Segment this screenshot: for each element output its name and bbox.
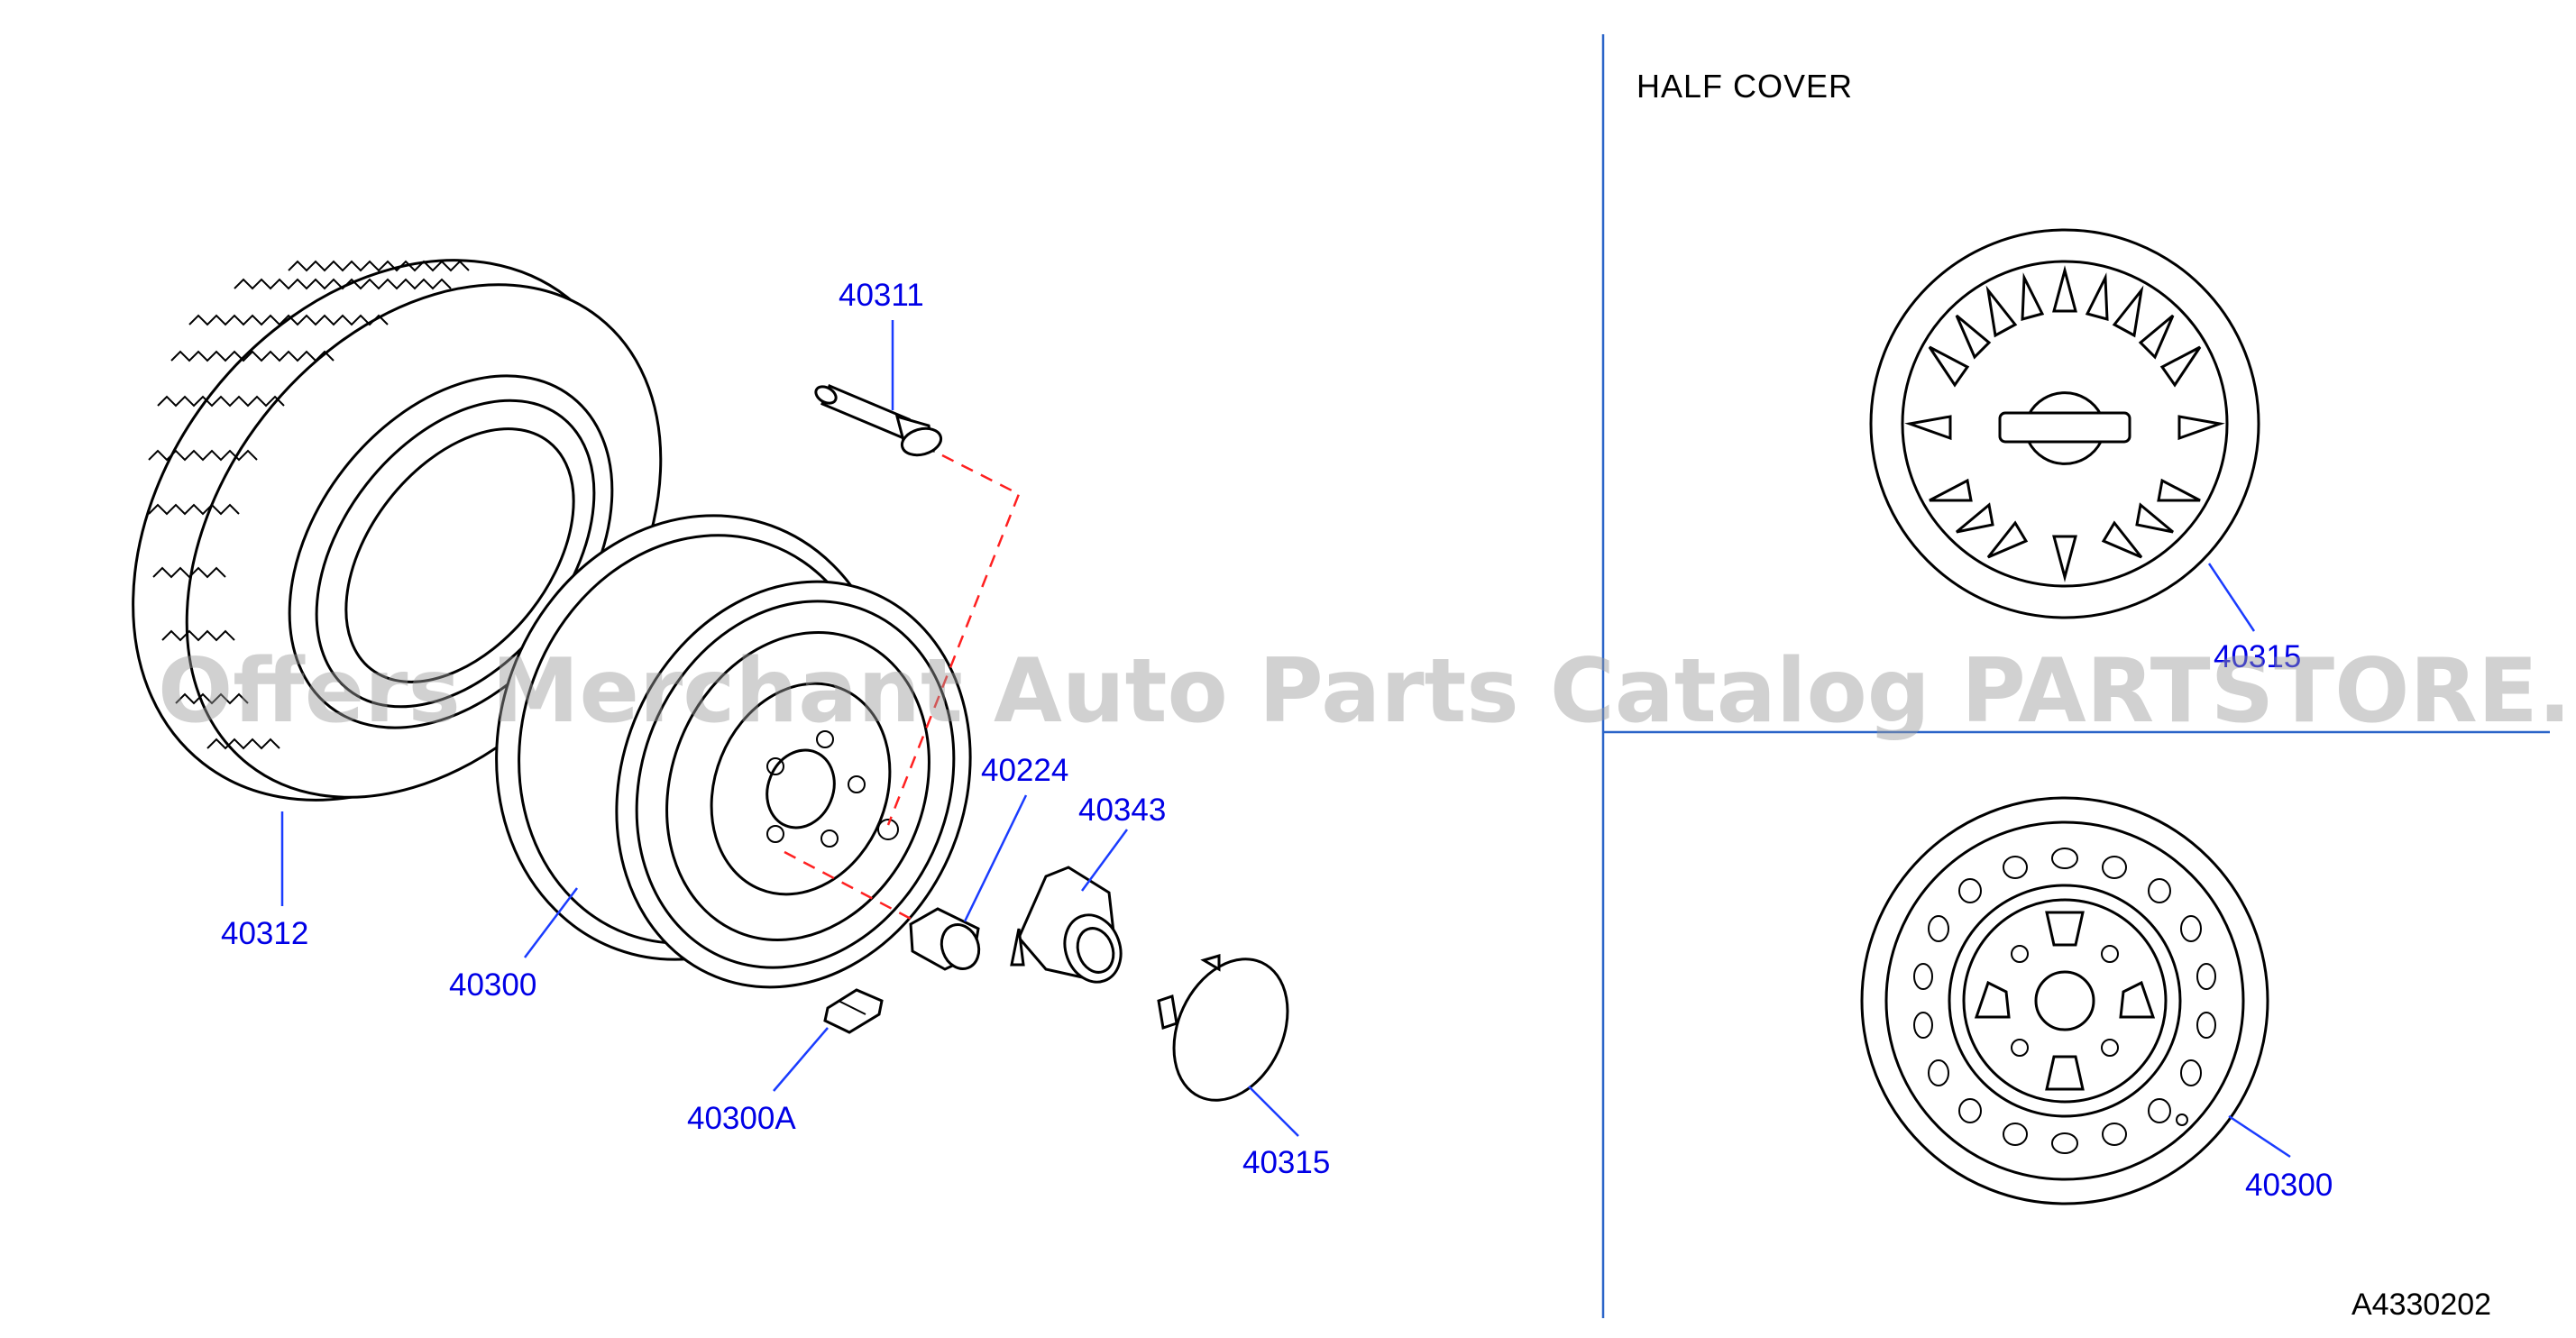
cap-leader [1248,1086,1299,1137]
drawing-code: A4330202 [2351,1288,2491,1322]
balance-weight-leader [773,1027,829,1092]
ornament-part-number[interactable]: 40343 [1078,793,1166,828]
valve-illustration[interactable] [813,383,944,459]
half-cover-slots [1904,265,2225,582]
half-cover-illustration[interactable] [1869,228,2260,619]
valve-part-number[interactable]: 40311 [839,278,924,313]
balance-weight-illustration[interactable] [823,988,884,1034]
wheel-front-illustration[interactable] [1860,796,2269,1205]
watermark-text: Offers Merchant Auto Parts Catalog PARTS… [158,640,2576,743]
nut-part-number[interactable]: 40224 [981,753,1068,788]
half-cover-heading: HALF COVER [1636,68,1853,105]
cap-part-number[interactable]: 40315 [1242,1145,1330,1180]
wheel-illustration[interactable] [435,460,1030,1041]
nut-illustration[interactable] [909,907,985,974]
half-cover-leader [2207,563,2256,632]
wheel-front-ventholes [1913,848,2216,1154]
ornament-illustration[interactable] [1010,866,1130,990]
tire-part-number[interactable]: 40312 [221,916,308,951]
nut-leader [963,794,1028,922]
half-cover-part-number[interactable]: 40315 [2214,639,2301,674]
balance-weight-part-number[interactable]: 40300A [687,1101,796,1136]
ornament-leader [1080,829,1129,892]
valve-guide-dashed [886,454,1021,826]
tread-pattern [148,260,470,750]
wheel-part-number[interactable]: 40300 [449,967,536,1003]
wheel-front-leader [2228,1114,2291,1159]
wheel-leader [524,887,578,958]
wheel-front-spokes [1974,911,2156,1091]
wheel-front-part-number[interactable]: 40300 [2245,1168,2333,1203]
center-cap-illustration[interactable] [1152,940,1309,1119]
nut-guide-dashed [784,850,913,921]
